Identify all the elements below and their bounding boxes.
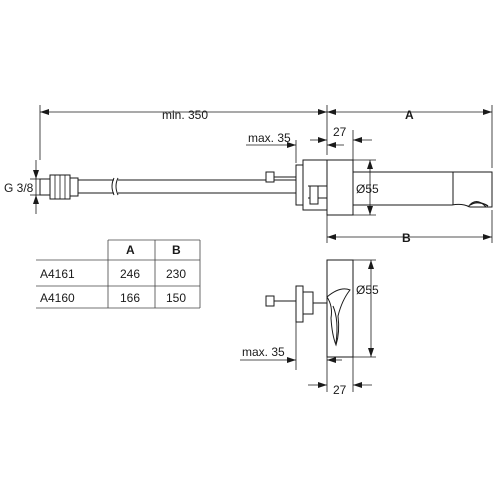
mounting-assembly: [265, 159, 328, 211]
front-view: [265, 259, 354, 358]
table-header-a: A: [126, 243, 135, 257]
diameter-bottom-label: Ø55: [356, 283, 379, 297]
dim-diameter-bottom: Ø55: [353, 259, 379, 358]
dim-b: B: [326, 210, 493, 245]
dim-min-350: min. 350: [39, 105, 328, 160]
thread-fitting: [39, 174, 79, 200]
max-35-bottom-label: max. 35: [242, 345, 285, 359]
table-header-b: B: [172, 243, 181, 257]
table-row-1-b: 230: [166, 267, 186, 281]
side-view: [39, 159, 493, 216]
table-row-2-model: A4160: [40, 291, 75, 305]
dim-max-35-top: max. 35: [246, 131, 344, 163]
min-350-label: min. 350: [162, 108, 208, 122]
dim-thread: G 3/8: [4, 160, 44, 214]
wall-flange: [326, 159, 354, 216]
size-table: A B A4161 246 230 A4160 166 150: [36, 239, 201, 309]
dim-max-35-bottom: max. 35: [240, 322, 342, 370]
max-35-top-label: max. 35: [248, 131, 291, 145]
width-27-bottom-label: 27: [333, 383, 347, 397]
dim-27-bottom: 27: [308, 357, 372, 397]
dim-b-label: B: [402, 231, 411, 245]
spout-body: [352, 171, 493, 208]
dim-a-label: A: [405, 108, 414, 122]
thread-label: G 3/8: [4, 181, 34, 195]
dim-27-top: 27: [310, 125, 372, 160]
width-27-top-label: 27: [333, 125, 347, 139]
table-row-2-a: 166: [120, 291, 140, 305]
diameter-top-label: Ø55: [356, 182, 379, 196]
table-row-1-model: A4161: [40, 267, 75, 281]
table-row-2-b: 150: [166, 291, 186, 305]
table-row-1-a: 246: [120, 267, 140, 281]
dim-a: A: [327, 105, 493, 168]
dim-diameter-top: Ø55: [353, 159, 379, 216]
spout-outline: [326, 288, 351, 347]
